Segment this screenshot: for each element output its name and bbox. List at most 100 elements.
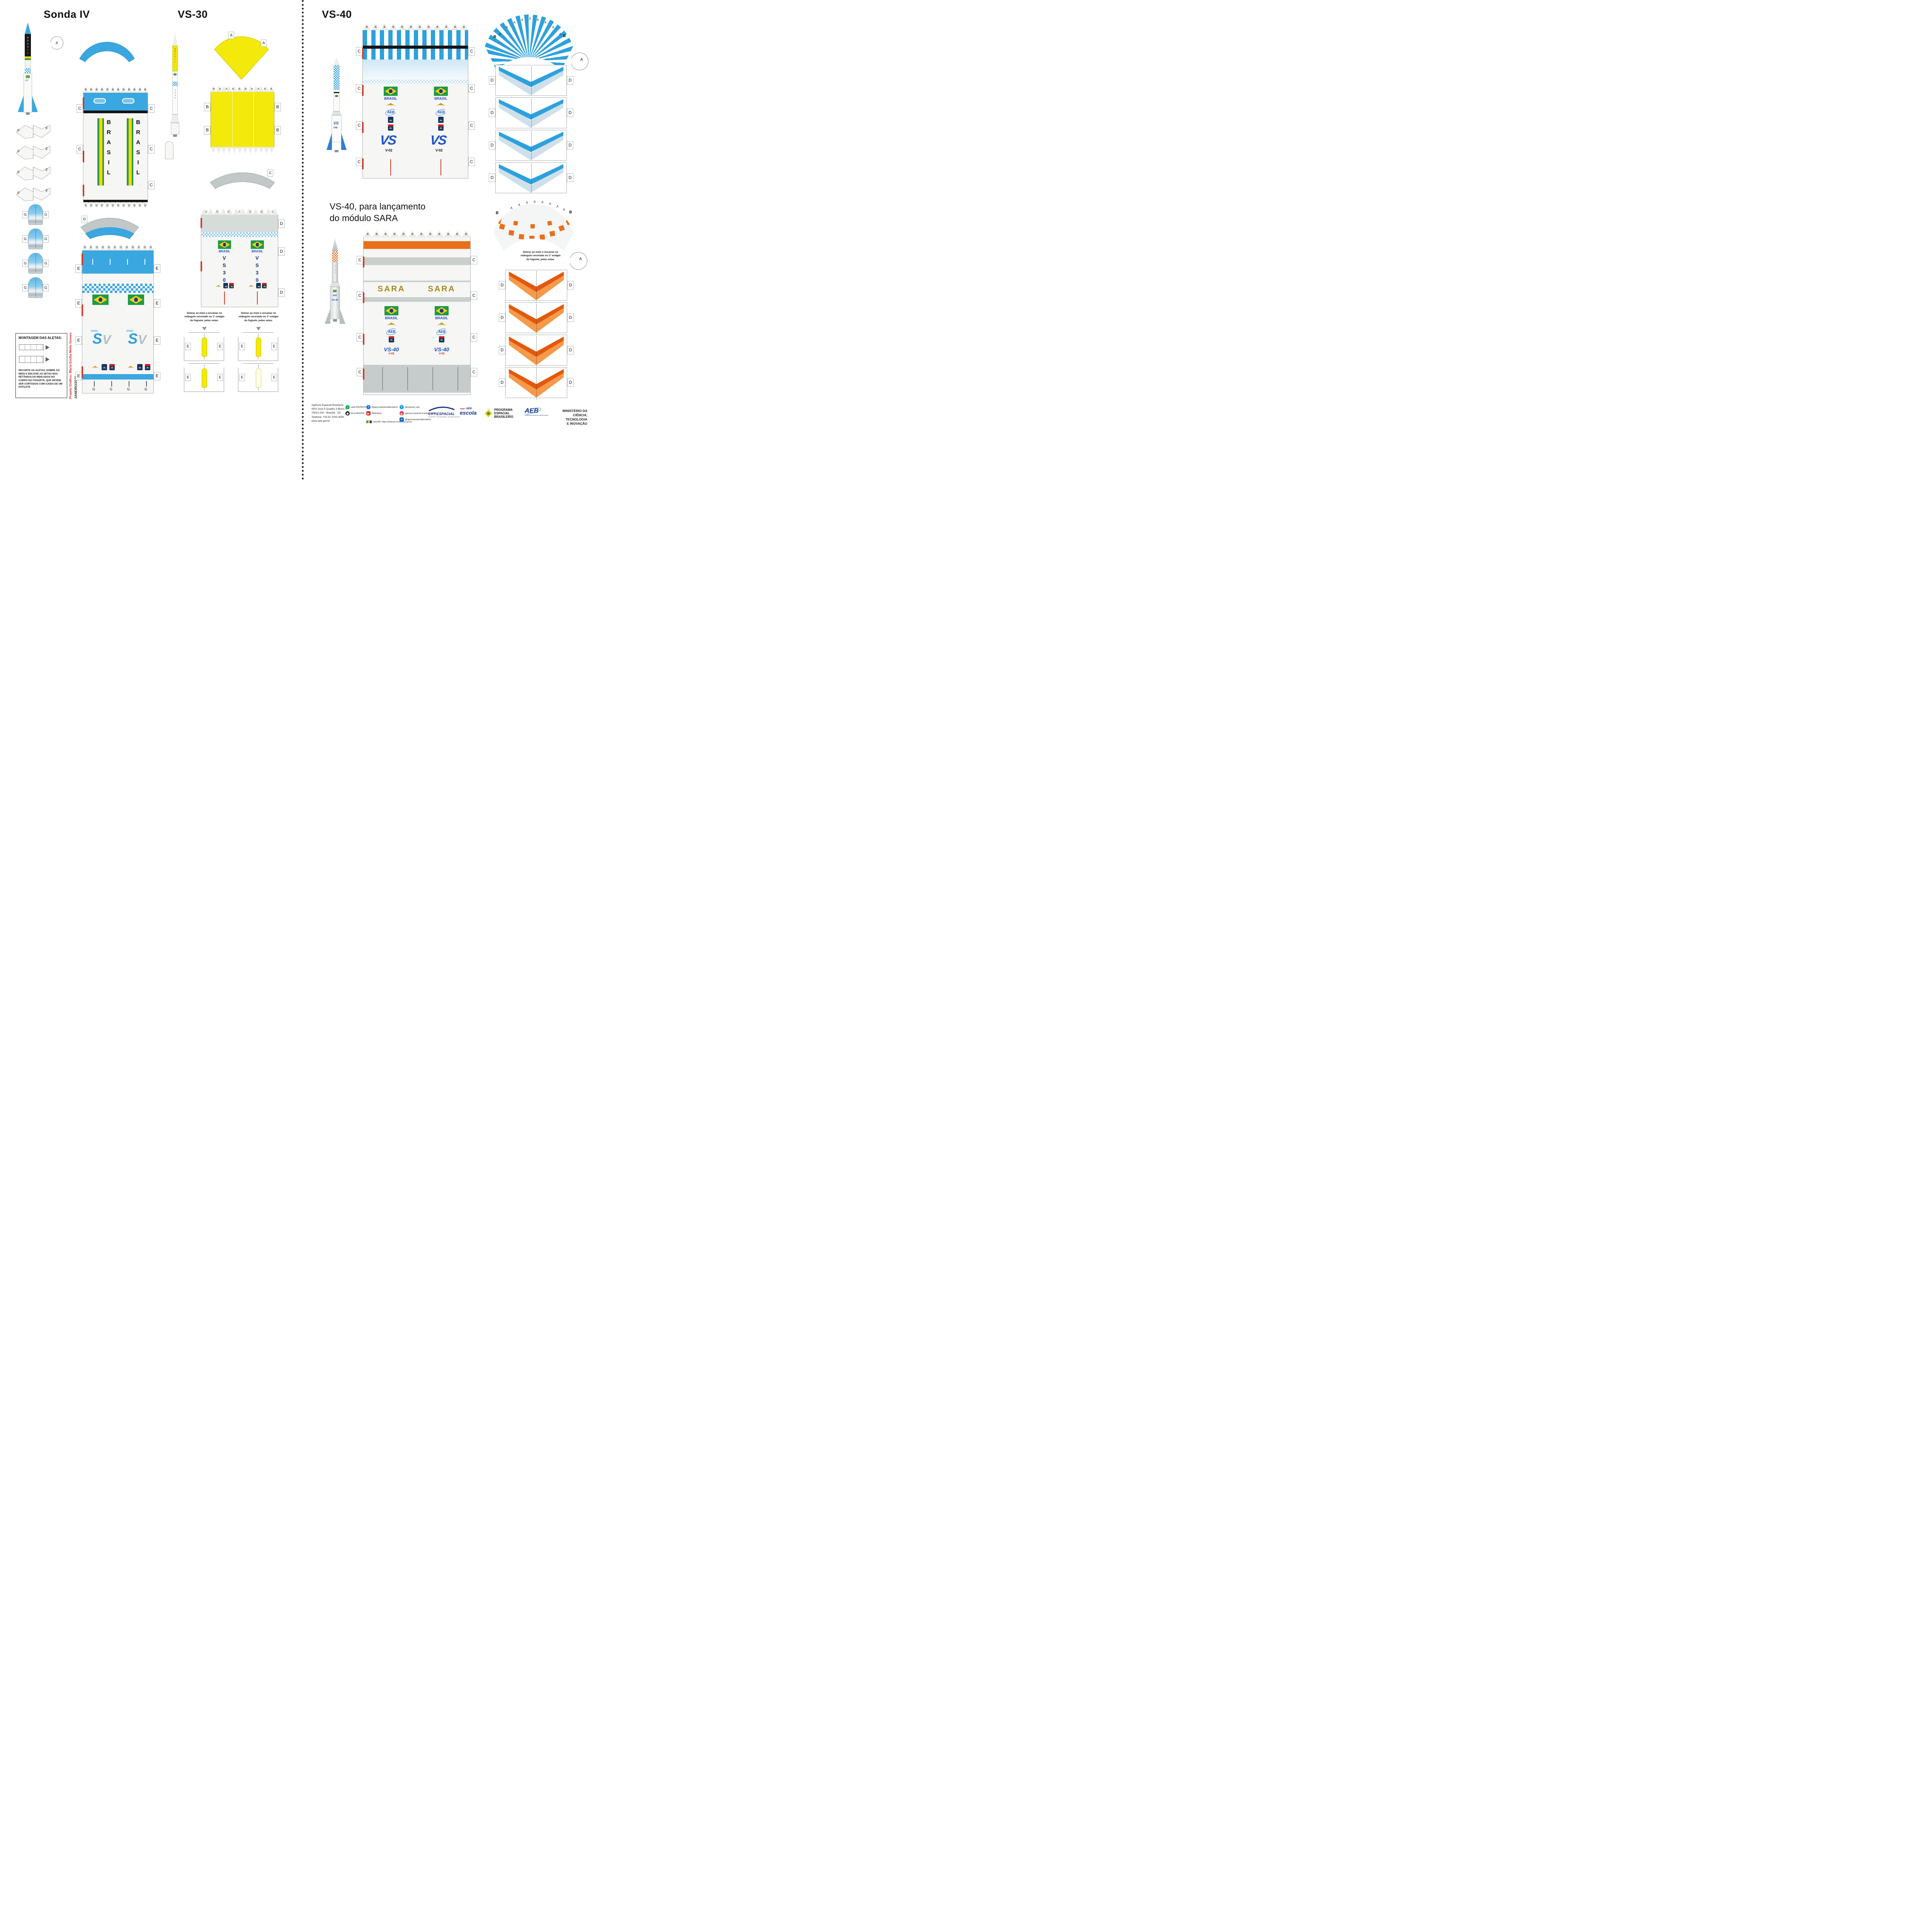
vs30-booster-piece <box>165 141 173 159</box>
fan-tab-a: A <box>556 205 559 208</box>
fan-tab-a: A <box>518 203 520 207</box>
red-fold-mark <box>363 292 364 303</box>
tab-letter: B <box>463 25 465 29</box>
footer: Agência Espacial Brasileira SPO Área 5 Q… <box>311 402 587 434</box>
sara-wordmark: SARA <box>428 284 456 293</box>
rocket-lower-stage <box>332 115 342 142</box>
side-tab-e: E <box>75 372 82 380</box>
nose-half-piece-g: G G <box>16 277 55 299</box>
tab-letter: B <box>410 25 412 29</box>
sonda-logo-word: SONDA <box>126 330 134 332</box>
emblem-red-navy <box>438 124 444 131</box>
vs40-fin-piece: D D <box>489 97 573 128</box>
tab-letter: B <box>133 87 136 91</box>
side-tab-e: E <box>271 343 277 350</box>
vs40-fin-piece: D D <box>489 130 573 161</box>
fan-label-b: B <box>563 34 566 38</box>
tab-letter: B <box>436 25 439 29</box>
vs30-fin-fold-group: Dobrar ao meio e encaixar no retângulo r… <box>184 311 225 392</box>
blue-band <box>82 250 153 274</box>
tab-letter: A <box>232 87 234 90</box>
red-fold-line <box>224 291 225 305</box>
side-tab-e: E <box>75 336 82 345</box>
red-fold-mark <box>83 185 84 196</box>
side-tab-d: D <box>278 288 285 297</box>
tab-letter: C <box>205 209 207 213</box>
fan-tab-a: A <box>552 26 554 29</box>
emblem-red-navy <box>439 336 444 342</box>
linkedin-handle: @agenciaespacialbrasileira <box>405 418 431 421</box>
bitly-link: bit.ly/3fcKPPA <box>351 412 364 415</box>
tab-label-a: A <box>261 39 267 47</box>
assembly-diagram <box>19 356 52 363</box>
red-fold-line <box>257 291 258 305</box>
sara-fin-piece: D D <box>499 367 574 398</box>
sonda-iv-rocket-illustration: BRASIL SV <box>17 22 39 115</box>
side-tab-c: C <box>357 291 363 300</box>
side-tab-g: G <box>22 260 28 267</box>
tab-letter: D <box>101 203 103 207</box>
side-tab-c: C <box>357 368 363 376</box>
ministerio-text: MINISTÉRIO DA CIÊNCIA, TECNOLOGIA E INOV… <box>552 409 587 426</box>
rocket-nose-icon <box>332 238 338 251</box>
vs40-fin-piece: D D <box>489 65 573 96</box>
tab-letter: B <box>402 232 405 236</box>
brasil-vertical-text: BRASIL <box>105 119 112 179</box>
side-tab-c: C <box>356 47 362 56</box>
red-fold-mark <box>201 218 202 228</box>
side-tab-c: C <box>471 291 477 300</box>
emblem-red-navy <box>262 283 267 288</box>
fold-instruction-text: Dobrar ao meio e encaixar no retângulo r… <box>184 312 224 322</box>
side-tab-d: D <box>567 313 574 322</box>
v02-label: V-02 <box>385 148 393 152</box>
tab-letter: D <box>139 203 141 207</box>
sonda-logo-v: V <box>138 332 147 347</box>
fab-eagle-emblem <box>436 322 447 326</box>
sonda-nose-disc-piece: A <box>49 36 63 49</box>
falabr-row: Fala.BR: https://sistema.ouvidorias.gov.… <box>366 420 412 423</box>
orange-checker-band <box>332 251 338 262</box>
fan-tab-a: A <box>559 32 561 36</box>
tab-letter: D <box>96 245 98 249</box>
brasil-label: BRASIL <box>434 97 447 100</box>
rocket-nozzle <box>333 319 337 322</box>
arrow-right-icon <box>46 345 52 350</box>
tab-letter: D <box>95 203 98 207</box>
v03-label: V-03 <box>388 352 395 355</box>
tab-letter: B <box>101 87 103 91</box>
side-tab-e: E <box>271 374 277 381</box>
rocket-brasil-text: BRASIL <box>174 48 176 63</box>
side-tab-c: C <box>357 256 363 264</box>
instagram-icon: ◎ <box>400 411 404 415</box>
side-tab-d: D <box>278 220 285 228</box>
red-fold-mark <box>362 158 364 169</box>
rocket-lower-stage <box>24 73 32 112</box>
fin-slit <box>127 259 128 265</box>
red-fold-line <box>390 159 391 175</box>
vs40-wordmark: VS-40 <box>434 346 449 352</box>
tab-letter: D <box>106 203 109 207</box>
brazil-flag <box>333 290 337 292</box>
rocket-fin-right <box>340 308 345 324</box>
emblem-red-navy <box>109 364 115 370</box>
fin-slit <box>92 259 93 265</box>
brasil-label: BRASIL <box>384 97 397 100</box>
fan-tab-a: A <box>549 202 551 206</box>
rocket-upper-stage: BRASIL <box>25 34 31 56</box>
fin-shape <box>202 337 207 357</box>
rocket-checker-band <box>172 82 178 86</box>
rocket-fin-left <box>327 133 332 150</box>
fan-label-b: B <box>496 211 499 215</box>
v02-label: V-02 <box>333 127 338 129</box>
red-fold-mark <box>363 334 364 345</box>
tab-letter: D <box>126 245 128 249</box>
side-tab-c: C <box>356 84 362 93</box>
rocket-fin-left <box>325 308 330 324</box>
assembly-diagram <box>19 344 52 350</box>
brazil-flag <box>384 306 398 315</box>
tab-letter: D <box>114 245 116 249</box>
fold-instruction-text: Dobrar ao meio e encaixar no retângulo r… <box>238 312 279 322</box>
